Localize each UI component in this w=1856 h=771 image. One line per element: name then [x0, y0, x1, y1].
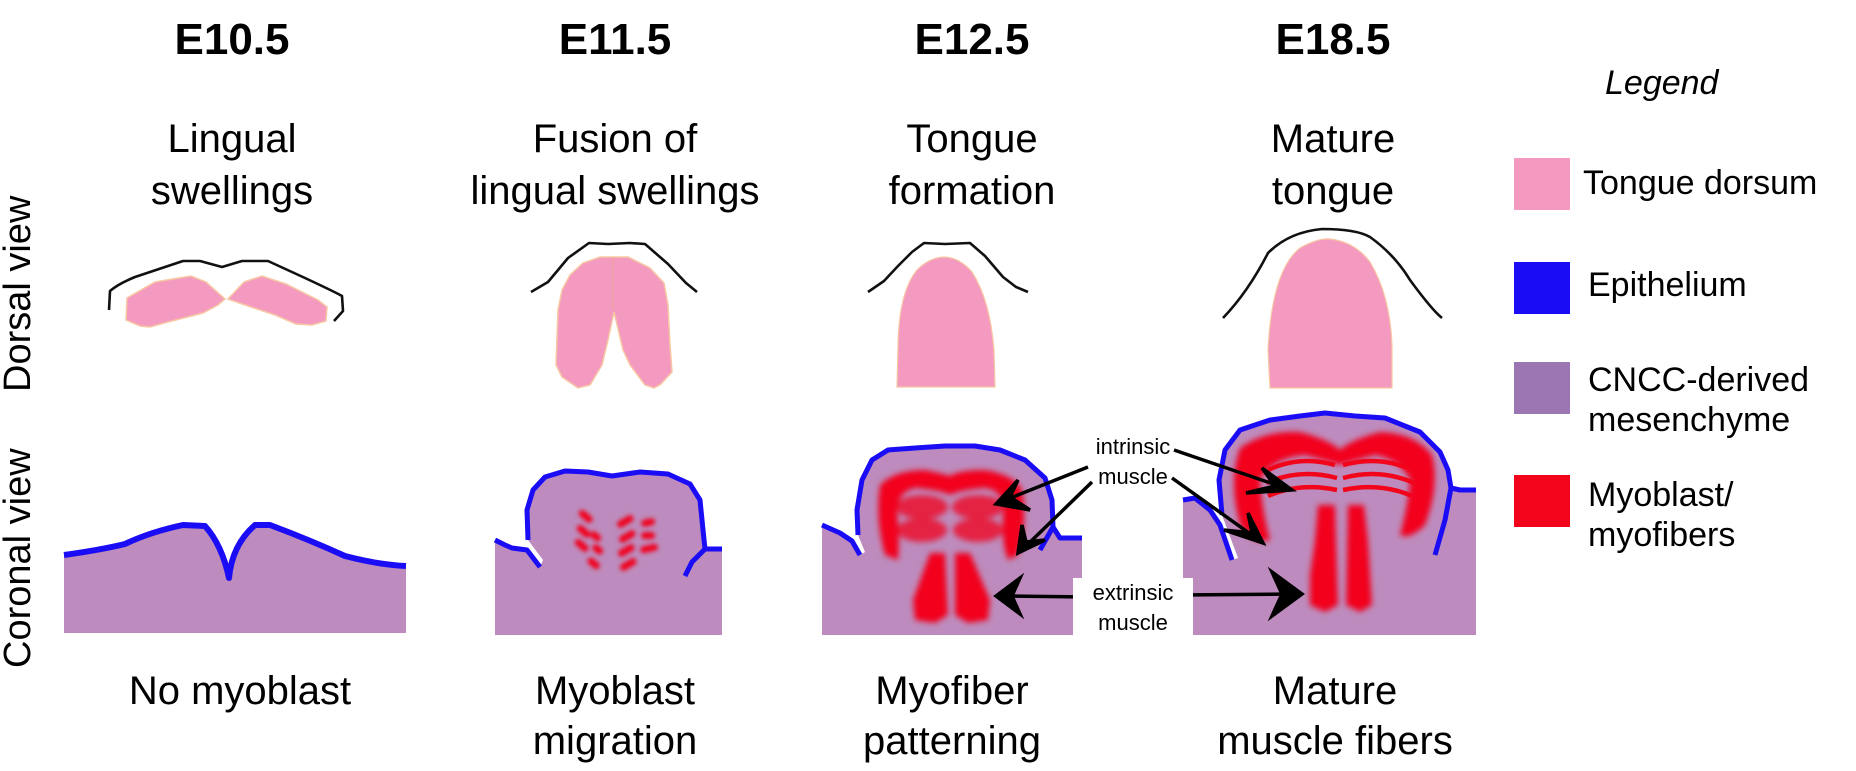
desc-line: swellings: [150, 169, 314, 213]
myoblasts: [574, 509, 658, 571]
desc-line: Lingual: [167, 117, 297, 161]
caption-line: patterning: [863, 719, 1041, 763]
epithelium: [63, 522, 407, 581]
desc-line: tongue: [1271, 169, 1395, 213]
annotation-intrinsic-muscle: intrinsic muscle: [1073, 432, 1193, 492]
legend-item-tongue-dorsum: [1514, 158, 1570, 210]
lingual-swelling-left: [125, 275, 227, 328]
stage-title-e11-5: E11.5: [558, 15, 672, 64]
oral-outline: [1222, 227, 1443, 320]
muscle: [878, 470, 1025, 623]
legend-label-epithelium: Epithelium: [1588, 266, 1747, 304]
arrowhead: [1015, 524, 1046, 556]
caption-line: migration: [532, 719, 698, 763]
mesenchyme: [495, 471, 722, 635]
legend-item-epithelium: [1514, 262, 1570, 314]
annotation-extrinsic-muscle: extrinsic muscle: [1073, 578, 1193, 638]
caption-line: muscle fibers: [1217, 719, 1453, 763]
desc-line: lingual swellings: [470, 169, 760, 213]
muscle: [1234, 431, 1435, 612]
oral-outline: [867, 241, 1029, 294]
legend-swatch: [1514, 475, 1570, 527]
epithelium: [493, 468, 722, 578]
legend-line: CNCC-derived: [1588, 361, 1810, 399]
caption-line: No myoblast: [128, 669, 352, 713]
coronal-caption-e12-5: Myofiber patterning: [772, 666, 1132, 766]
stage-title-e18-5: E18.5: [1275, 15, 1391, 64]
dorsal-description-e12-5: Tongue formation: [792, 113, 1152, 217]
arrow-extrinsic-e18: [1177, 592, 1296, 597]
coronal-caption-e10-5: No myoblast: [60, 666, 420, 716]
legend-label-tongue-dorsum: Tongue dorsum: [1583, 164, 1818, 202]
legend-line: Myoblast/: [1588, 476, 1734, 514]
arrow-intrinsic-e12-upper: [1002, 465, 1089, 503]
arrowhead: [993, 572, 1025, 620]
arrowhead: [992, 478, 1031, 512]
dorsal-e12-5: [867, 241, 1029, 388]
epithelium: [1182, 410, 1476, 561]
fused-swellings: [555, 256, 673, 389]
legend-swatch: [1514, 362, 1570, 414]
stage-title-e12-5: E12.5: [914, 15, 1030, 64]
caption-line: Myofiber: [875, 669, 1029, 713]
arrow-intrinsic-e18-lower: [1170, 476, 1258, 540]
desc-line: Mature: [1270, 117, 1396, 161]
desc-line: Tongue: [906, 117, 1038, 161]
annot-line: intrinsic: [1095, 434, 1171, 459]
legend-swatch: [1514, 158, 1570, 210]
caption-line: Mature: [1272, 669, 1398, 713]
legend-line: myofibers: [1588, 516, 1736, 554]
legend-line: mesenchyme: [1588, 401, 1791, 439]
legend-title: Legend: [1605, 64, 1719, 102]
oral-outline: [530, 241, 698, 294]
annot-line: muscle: [1098, 464, 1168, 489]
stage-title-e10-5: E10.5: [174, 15, 290, 64]
dorsal-description-e18-5: Mature tongue: [1153, 113, 1513, 217]
dorsal-e11-5: [530, 241, 698, 389]
legend-item-myoblast: [1514, 475, 1570, 527]
coronal-e11-5: [493, 468, 722, 635]
coronal-e18-5: [1182, 410, 1476, 635]
tongue-dorsum: [896, 256, 996, 388]
lingual-swelling-right: [226, 275, 328, 326]
coronal-e10-5: [63, 522, 407, 633]
dorsal-e18-5: [1222, 227, 1443, 389]
desc-line: formation: [888, 169, 1056, 213]
caption-line: Myoblast: [534, 669, 696, 713]
dorsal-description-e11-5: Fusion of lingual swellings: [435, 113, 795, 217]
annot-line: muscle: [1098, 610, 1168, 635]
coronal-caption-e18-5: Mature muscle fibers: [1155, 666, 1515, 766]
annot-line: extrinsic: [1092, 580, 1174, 605]
arrow-intrinsic-e18-upper: [1173, 448, 1286, 490]
legend-label-myoblast: Myoblast/ myofibers: [1588, 475, 1735, 555]
tongue-dorsum: [1267, 238, 1393, 389]
oral-outline: [107, 259, 345, 322]
arrowhead: [1245, 466, 1297, 495]
arrowhead: [1267, 566, 1305, 622]
legend-item-cncc-mesenchyme: [1514, 362, 1570, 414]
legend-label-cncc-mesenchyme: CNCC-derived mesenchyme: [1588, 360, 1809, 440]
dorsal-description-e10-5: Lingual swellings: [52, 113, 412, 217]
legend-swatch: [1514, 262, 1570, 314]
dorsal-e10-5: [107, 259, 345, 328]
desc-line: Fusion of: [532, 117, 698, 161]
annotation-arrows: [992, 448, 1305, 622]
mesenchyme: [64, 525, 406, 633]
arrowhead: [1223, 512, 1267, 546]
arrow-intrinsic-e12-lower: [1022, 480, 1094, 550]
coronal-caption-e11-5: Myoblast migration: [435, 666, 795, 766]
